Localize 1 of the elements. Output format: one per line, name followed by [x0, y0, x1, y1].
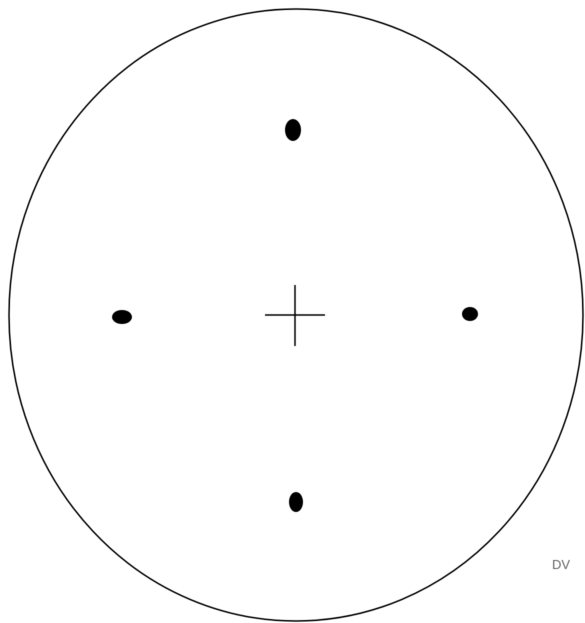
corner-label: DV: [552, 556, 570, 574]
